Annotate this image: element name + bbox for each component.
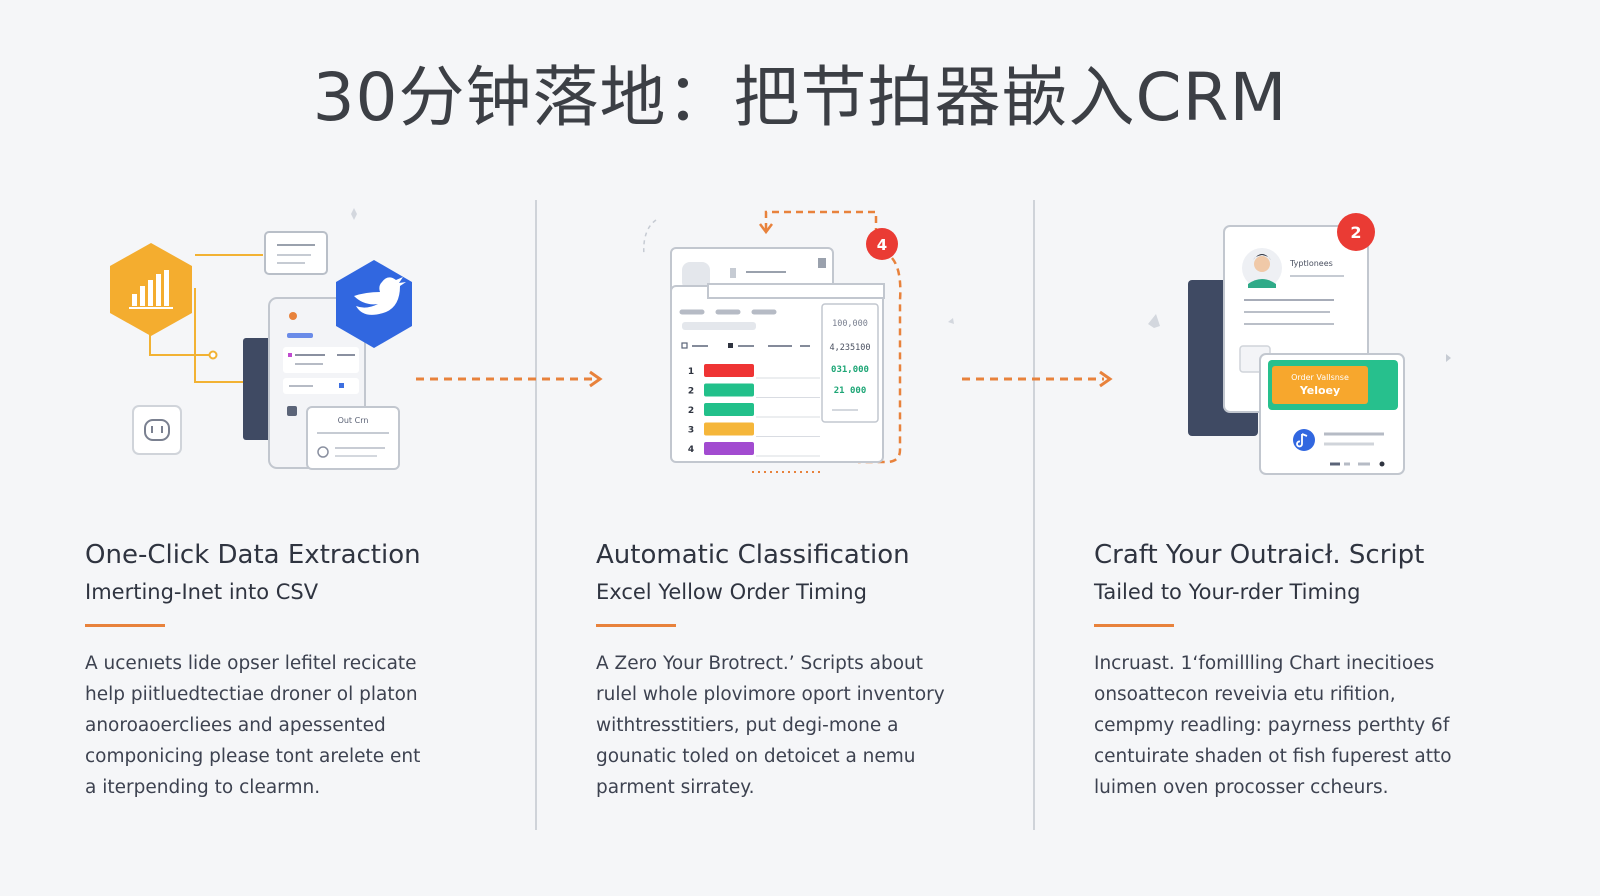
step-column-extraction: Out Crn One-Click Data Extraction Imerti… (85, 200, 545, 840)
step-body: Incruast. 1ʻfomillling Chart inecitioes … (1094, 648, 1534, 803)
category-bar (704, 383, 754, 397)
step-subheading: Excel Yellow Order Timing (596, 580, 867, 604)
category-bar (704, 403, 754, 416)
column-divider (1033, 200, 1035, 830)
body-line: Incruast. 1ʻfomillling Chart inecitioes (1094, 653, 1435, 674)
category-bar (704, 364, 754, 377)
body-line: A Zero Your Brotrect.’ Scripts about (596, 653, 924, 674)
body-line: anoroaoercliees and apessented (85, 715, 386, 736)
value-label: 100,000 (832, 319, 868, 329)
body-line: parment sirratey. (596, 777, 755, 798)
face-icon (144, 419, 170, 441)
step-subheading: Imerting-Inet into CSV (85, 580, 319, 604)
order-label: Order Vallsnse (1291, 373, 1349, 382)
notification-badge (1337, 213, 1375, 251)
row-number: 2 (688, 406, 694, 416)
step-subheading: Tailed to Your-rder Timing (1094, 580, 1361, 604)
card-label: Out Crn (338, 416, 369, 425)
step-body: A Zero Your Brotrect.’ Scripts about rul… (596, 648, 1036, 803)
step-heading: Automatic Classification (596, 540, 910, 570)
page-title: 30分钟落地：把节拍器嵌入CRM (312, 59, 1288, 136)
flow-arrow-icon (962, 370, 1113, 388)
script-illustration: Typtlonees 2 Order Vallsnse Yeloey (1148, 213, 1451, 475)
accent-underline (85, 624, 165, 627)
badge-count: 2 (1350, 223, 1361, 242)
body-line: centuirate shaden ot fish fuperest atto (1094, 746, 1452, 767)
music-note-icon (1293, 429, 1315, 451)
order-value: Yeloey (1299, 384, 1340, 397)
flow-arrow-icon (416, 370, 603, 388)
accent-underline (596, 624, 676, 627)
accent-underline (1094, 624, 1174, 627)
category-bar (704, 442, 754, 455)
body-line: rulel whole plovimore oport inventory (596, 684, 945, 705)
classification-rows: 1 2 2 3 4 (688, 364, 820, 457)
value-label: 21 000 (834, 386, 867, 396)
column-divider (535, 200, 537, 830)
row-number: 1 (688, 367, 694, 377)
step-body: A ucenıets lide opser lefitel recicate h… (85, 648, 525, 803)
step-heading: One-Click Data Extraction (85, 540, 421, 570)
value-label: 4,235100 (830, 343, 871, 353)
body-line: luimen oven procosser ccheurs. (1094, 777, 1389, 798)
extraction-illustration: Out Crn (110, 208, 412, 470)
classification-illustration: 100,000 4,235100 031,000 21 000 1 2 2 3 4 4 (643, 210, 954, 473)
body-line: a iterpending to clearmn. (85, 777, 321, 798)
row-number: 2 (688, 387, 694, 397)
row-number: 3 (688, 426, 694, 436)
value-label: 031,000 (831, 365, 869, 375)
body-line: gounatic toled on detoicet a nemu (596, 746, 916, 767)
body-line: onsoattecon reveivia etu rifition, (1094, 684, 1396, 705)
step-heading: Craft Your Outraicł. Script (1094, 540, 1425, 570)
category-bar (704, 422, 754, 436)
card-name: Typtlonees (1289, 259, 1333, 268)
body-line: A ucenıets lide opser lefitel recicate (85, 653, 417, 674)
body-line: componicing please tont arelete ent (85, 746, 421, 767)
body-line: cempmy readling: payrness perthty 6f (1094, 715, 1450, 736)
notification-badge (866, 228, 898, 260)
body-line: help piitluedtectiae droner ol platon (85, 684, 418, 705)
badge-count: 4 (877, 236, 887, 254)
row-number: 4 (688, 445, 694, 455)
body-line: withtresstitiers, put degi-mone a (596, 715, 899, 736)
step-column-script: Typtlonees 2 Order Vallsnse Yeloey Craft… (1094, 200, 1554, 840)
